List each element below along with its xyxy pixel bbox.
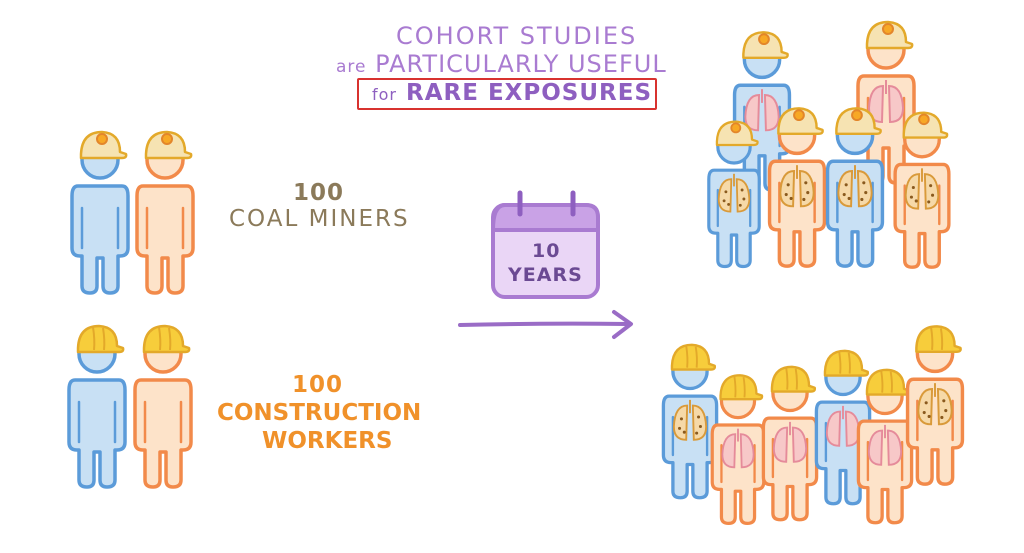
cohort-con-4 [814, 349, 872, 506]
title-line-2-main: PARTICULARLY USEFUL [375, 50, 667, 78]
people-group [67, 20, 965, 526]
title-line-2-prefix: are [336, 57, 367, 77]
calendar-unit: YEARS [508, 264, 583, 286]
coal-miner-blue [70, 130, 130, 295]
cohort-con-5 [856, 368, 914, 525]
title-line-2: are PARTICULARLY USEFUL [336, 50, 667, 78]
title-line-3: for RARE EXPOSURES [372, 80, 652, 106]
cohort-con-2 [710, 374, 766, 526]
construction-worker-orange [133, 324, 193, 489]
title-line-3-main: RARE EXPOSURES [406, 80, 653, 106]
construction-label-line-1: CONSTRUCTION [217, 400, 422, 426]
cohort-coal-6 [893, 111, 951, 269]
calendar-number: 10 [532, 240, 561, 262]
construction-label-line-2: WORKERS [262, 428, 393, 454]
arrow-right-icon [458, 310, 633, 339]
cohort-coal-5 [825, 107, 885, 268]
cohort-con-1 [661, 343, 719, 500]
highlight-box [357, 78, 657, 110]
coal-miner-orange [135, 130, 195, 295]
cohort-con-3 [761, 365, 819, 522]
cohort-coal-3 [707, 120, 761, 269]
coal-miners-label: COAL MINERS [229, 206, 410, 232]
cohort-coal-2 [856, 20, 916, 185]
cohort-con-6 [905, 325, 965, 486]
construction-count: 100 [292, 372, 344, 398]
title-line-1: COHORT STUDIES [396, 22, 638, 50]
coal-miners-count: 100 [293, 180, 345, 206]
title-line-3-prefix: for [372, 85, 397, 104]
cohort-coal-4 [767, 107, 827, 268]
construction-worker-blue [67, 324, 127, 489]
calendar-icon [490, 190, 600, 299]
